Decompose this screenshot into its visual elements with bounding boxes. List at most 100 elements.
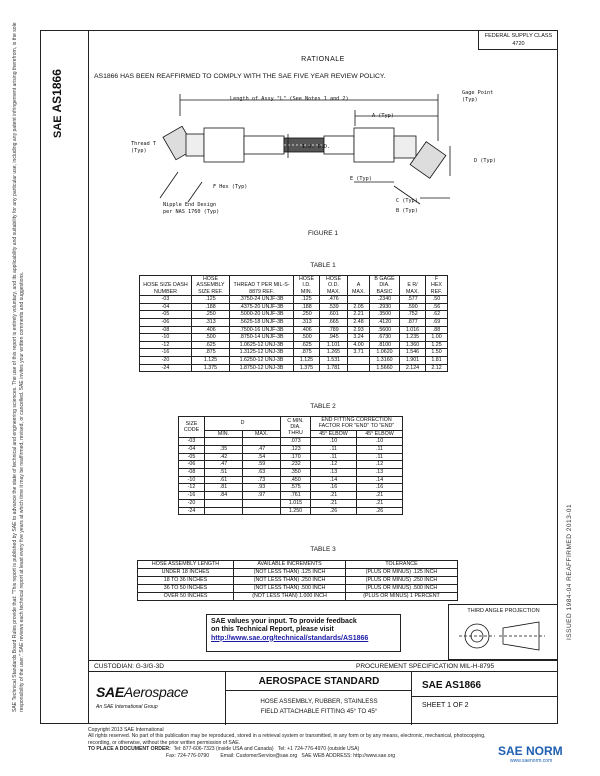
- table2-row-cell: 1.250: [280, 506, 311, 516]
- gage-point-label: Gage Point: [462, 90, 494, 96]
- table3-row-cell: (NOT LESS THAN) .125 INCH: [233, 568, 346, 577]
- table2-body: -03.073.10.10-04.35.47.123.11.11-05.42.5…: [178, 437, 403, 516]
- title-line1: HOSE ASSEMBLY, RUBBER, STAINLESS: [260, 698, 378, 705]
- table1-row-cell: .5600: [369, 325, 400, 335]
- table1-row-cell: 1.6250-12 UNJ-3B: [229, 355, 294, 365]
- table1-row-cell: .4120: [369, 318, 400, 327]
- table2-header-row: SIZE CODE D C MIN. DIA. THRU END FITTING…: [178, 415, 403, 439]
- table1-row-cell: .476: [319, 295, 348, 304]
- table3-row: OVER 50 INCHES(NOT LESS THAN) 1.000 INCH…: [137, 592, 458, 601]
- d-typ-label: D (Typ): [474, 158, 496, 164]
- table1-row-cell: -10: [139, 333, 192, 342]
- table1-row-cell: -20: [139, 355, 192, 365]
- table1-row-cell: 4.00: [347, 340, 370, 350]
- table1-row-cell: -05: [139, 310, 192, 319]
- table2-row-cell: .350: [280, 468, 311, 477]
- table2-row: -08.51.63.350.13.13: [178, 468, 403, 477]
- table1-header: E R/ MAX.: [399, 274, 426, 297]
- table1-row-cell: .6730: [369, 333, 400, 342]
- table2-row-cell: -08: [178, 468, 205, 477]
- table1-row-cell: 1.8750-12 UNJ-3B: [229, 363, 294, 373]
- table1-header: B GAGE DIA. BASIC: [369, 274, 400, 297]
- table1-header-row: HOSE SIZE DASH NUMBER HOSE ASSEMBLY SIZE…: [139, 274, 448, 297]
- table2-row-cell: [242, 506, 281, 516]
- rationale-text: AS1866 HAS BEEN REAFFIRMED TO COMPLY WIT…: [94, 73, 386, 80]
- feedback-line2: on this Technical Report, please visit: [211, 626, 334, 634]
- custodian-row: CUSTODIAN: G-3/G-3D PROCUREMENT SPECIFIC…: [88, 660, 558, 671]
- table1-row-cell: 1.25: [425, 340, 448, 350]
- table2-row-cell: .81: [204, 483, 243, 493]
- table2-row-cell: 1.015: [280, 498, 311, 508]
- figure-caption: FIGURE 1: [308, 230, 338, 237]
- table3-row: UNDER 18 INCHES(NOT LESS THAN) .125 INCH…: [137, 568, 458, 577]
- table3-header-row: HOSE ASSEMBLY LENGTH AVAILABLE INCREMENT…: [137, 560, 458, 569]
- table1-row-cell: 3.71: [347, 348, 370, 357]
- table1-row-cell: 1.781: [319, 363, 348, 373]
- table1-row-cell: 1.360: [399, 340, 426, 350]
- table1-row-cell: 2.12: [425, 363, 448, 373]
- table1-caption: TABLE 1: [310, 262, 336, 269]
- table2-row-cell: -05: [178, 452, 205, 462]
- table3-row: 18 TO 36 INCHES(NOT LESS THAN) .250 INCH…: [137, 576, 458, 585]
- table1-row-cell: 1.531: [319, 355, 348, 365]
- table2-row: -12.81.93.575.16.16: [178, 483, 403, 493]
- thread-typ-label: (Typ): [131, 148, 147, 154]
- gage-point-typ-label: (Typ): [462, 97, 478, 103]
- title-block: SAEAerospace An SAE International Group …: [88, 671, 558, 725]
- table1-row-cell: .752: [399, 310, 426, 319]
- table1-row-cell: .406: [293, 325, 320, 335]
- table2-row-cell: .13: [310, 468, 357, 477]
- hose-assembly-drawing: [159, 94, 451, 205]
- table3-row: 36 TO 50 INCHES(NOT LESS THAN) .500 INCH…: [137, 584, 458, 593]
- table1-row-cell: .539: [319, 302, 348, 312]
- table3-row-cell: (PLUS OR MINUS) .125 INCH: [345, 568, 458, 577]
- table2-header-min: MIN.: [204, 429, 243, 439]
- table1-row-cell: -04: [139, 302, 192, 312]
- table2-row-cell: .16: [356, 483, 403, 493]
- table1-row-cell: .56: [425, 302, 448, 312]
- length-label: Length of Assy "L" (See Notes 1 and 2): [230, 96, 349, 102]
- table1-row-cell: 1.125: [191, 355, 230, 365]
- table3-caption: TABLE 3: [310, 546, 336, 553]
- table2-row-cell: .11: [356, 444, 403, 454]
- table1-row-cell: 1.3125-12 UNJ-3B: [229, 348, 294, 357]
- table1-row-cell: .313: [191, 318, 230, 327]
- table1-row-cell: 2.21: [347, 310, 370, 319]
- watermark-url: www.saenorm.com: [510, 758, 553, 764]
- standard-heading: AEROSPACE STANDARD: [226, 676, 412, 691]
- table2-row-cell: .59: [242, 460, 281, 470]
- table3-row-cell: (PLUS OR MINUS) .500 INCH: [345, 584, 458, 593]
- table3-row-cell: 18 TO 36 INCHES: [137, 576, 234, 585]
- table1-row-cell: .577: [399, 295, 426, 304]
- footer: Copyright 2013 SAE International All rig…: [88, 727, 558, 759]
- table1-row-cell: -06: [139, 318, 192, 327]
- table1-row-cell: -12: [139, 340, 192, 350]
- procurement-spec: PROCUREMENT SPECIFICATION MIL-H-8795: [356, 663, 495, 670]
- table2-row-cell: .761: [280, 491, 311, 500]
- feedback-link[interactable]: http://www.sae.org/technical/standards/A…: [211, 634, 369, 642]
- table1-row-cell: 3.24: [347, 333, 370, 342]
- table2-header-45a: 45° ELBOW: [310, 429, 357, 439]
- table1-row-cell: 1.00: [425, 333, 448, 342]
- table1-row-cell: 1.125: [293, 355, 320, 365]
- table2-row: -06.47.59.232.12.12: [178, 460, 403, 470]
- table2-row-cell: .13: [356, 468, 403, 477]
- nipple-end-label: Nipple End Design: [163, 202, 217, 208]
- table2-row-cell: [204, 506, 243, 516]
- federal-supply-class-box: FEDERAL SUPPLY CLASS 4720: [478, 30, 558, 50]
- side-notice-text: SAE Technical Standards Board Rules prov…: [12, 22, 25, 712]
- table1-row-cell: -24: [139, 363, 192, 373]
- table1-row-cell: 1.81: [425, 355, 448, 365]
- title-center: AEROSPACE STANDARD HOSE ASSEMBLY, RUBBER…: [226, 672, 412, 725]
- table2-row-cell: [242, 437, 281, 446]
- table3: HOSE ASSEMBLY LENGTH AVAILABLE INCREMENT…: [137, 560, 458, 601]
- table2: SIZE CODE D C MIN. DIA. THRU END FITTING…: [178, 415, 403, 516]
- table2-row-cell: .26: [356, 506, 403, 516]
- order-row: TO PLACE A DOCUMENT ORDER: Tel: 877-606-…: [88, 746, 360, 753]
- table1-row-cell: .625: [191, 340, 230, 350]
- table1-row-cell: .406: [191, 325, 230, 335]
- table1-header: HOSE O.D. MAX.: [319, 274, 348, 297]
